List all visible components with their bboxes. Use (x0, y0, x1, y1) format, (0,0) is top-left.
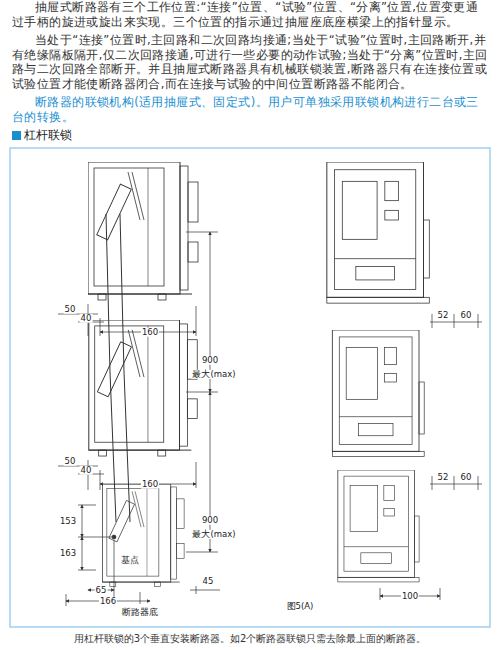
breaker-side-view (88, 162, 198, 300)
paragraph: 当处于“连接”位置时,主回路和二次回路均接通;当处于“试验”位置时,主回路断开,… (12, 33, 490, 91)
dimension-label: 40 (80, 466, 93, 475)
dimension-line (454, 476, 455, 490)
dimension-line (140, 592, 141, 604)
dimension-label: 50 (64, 457, 77, 466)
interlock-lever-rod (120, 214, 130, 522)
dimension-label: 153 (59, 517, 77, 526)
heading-text: 杠杆联锁 (24, 128, 72, 142)
dimension-line (454, 314, 455, 328)
dimension-label: 160 (141, 480, 159, 489)
heading-bullet (12, 131, 21, 140)
dimension-label: 60 (460, 473, 473, 482)
dimension-line (186, 392, 218, 393)
breaker-side-view (88, 162, 198, 587)
dimension-line (478, 314, 479, 328)
dimension-line (82, 505, 83, 537)
figure-caption: 用杠杆联锁的3个垂直安装断路器。如2个断路器联锁只需去除最上面的断路器。 (0, 632, 500, 646)
dimension-label: 40 (80, 314, 93, 323)
dimension-label: 160 (141, 328, 159, 337)
dimension-label: 50 (64, 305, 77, 314)
dimension-label: 45 (202, 577, 215, 586)
dimension-line (82, 537, 83, 570)
dimension-line (78, 537, 112, 538)
dimension-line (196, 306, 197, 336)
dimension-label: 最大(max) (191, 370, 236, 379)
dimension-line (478, 476, 479, 490)
dimension-label: 166 (99, 597, 117, 606)
dimension-line (190, 590, 220, 591)
dimension-line (100, 470, 101, 490)
dimension-label: 52 (437, 311, 450, 320)
dimension-label: 断路器底 (121, 608, 159, 617)
interlock-lever-rod (106, 214, 116, 522)
dimension-line (440, 588, 441, 600)
dimension-line (432, 314, 433, 328)
dimension-line (196, 586, 197, 594)
dimension-label: 900 (201, 356, 219, 365)
dimension-label: 基点 (120, 556, 140, 565)
breaker-side-view (89, 320, 197, 456)
figure-frame (10, 148, 490, 627)
dimension-line (196, 462, 197, 488)
dimension-line (78, 570, 96, 571)
dimension-line (100, 318, 101, 336)
dimension-line (78, 505, 96, 506)
dimension-label: 60 (460, 311, 473, 320)
section-heading: 杠杆联锁 (12, 128, 490, 142)
dimension-line (210, 392, 211, 552)
paragraph: 抽屉式断路器有三个工作位置:“连接”位置、“试验”位置、“分离”位置,位置变更通… (12, 0, 490, 29)
dimension-line (186, 232, 218, 233)
dimension-line (66, 594, 67, 606)
dimension-label: 163 (59, 549, 77, 558)
dimension-line (88, 460, 89, 490)
breaker-front-view (332, 330, 424, 457)
breaker-front-view (338, 470, 419, 582)
highlight-paragraph: 断路器的联锁机构(适用抽屉式、固定式)。用户可单独采用联锁机构进行二台或三台的转… (12, 95, 490, 124)
dimension-label: 65 (95, 586, 108, 595)
breaker-front-view (327, 162, 429, 303)
interlock-lever-rod (106, 214, 130, 522)
dimension-line (430, 484, 482, 485)
dimension-line (58, 232, 482, 606)
dimension-line (186, 552, 218, 553)
dimension-line (432, 476, 433, 490)
breaker-front-view (327, 162, 429, 582)
body-text: 抽屉式断路器有三个工作位置:“连接”位置、“试验”位置、“分离”位置,位置变更通… (12, 0, 490, 142)
dimension-line (112, 535, 116, 539)
dimension-label: 100 (401, 592, 419, 601)
dimension-label: 图5(A) (286, 602, 315, 611)
dimension-line (210, 232, 211, 392)
dimension-label: 900 (201, 516, 219, 525)
dimension-label: 最大(max) (191, 530, 236, 539)
dimension-line (430, 322, 482, 323)
dimension-line (380, 588, 381, 600)
dimension-label: 52 (437, 473, 450, 482)
